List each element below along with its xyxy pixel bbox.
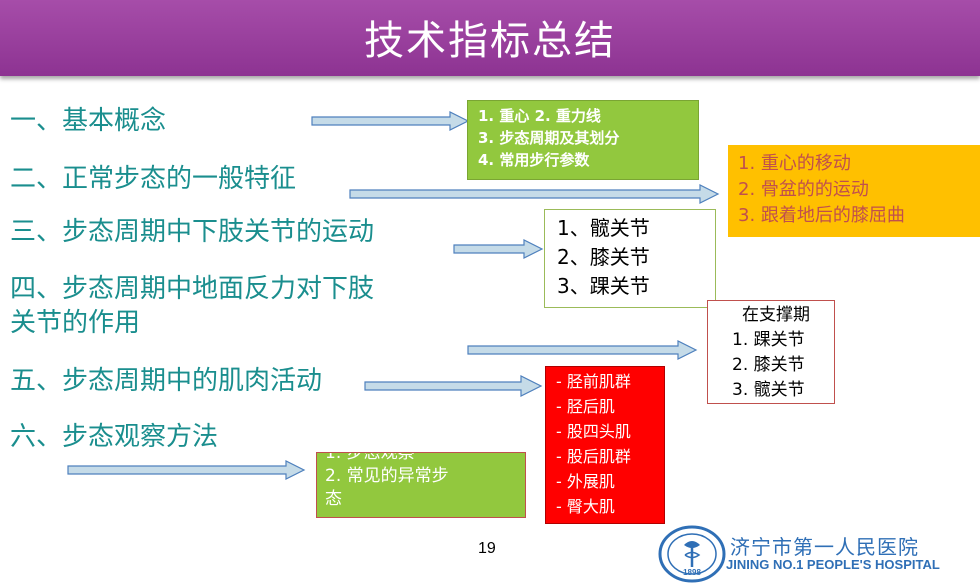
title-banner: 技术指标总结 <box>0 0 980 76</box>
arrow-joint-motion <box>453 239 544 259</box>
box-line: 在支撑期 <box>742 305 810 325</box>
box-line: 3. 步态周期及其划分 <box>478 129 620 147</box>
box-line: 1. 步态观察 <box>325 452 415 463</box>
box-line: 1. 踝关节 <box>732 330 805 350</box>
topic-gait-features: 二、正常步态的一般特征 <box>10 164 297 194</box>
box-line: 1. 重心的移动 <box>738 153 851 174</box>
box-line: - 股后肌群 <box>556 447 631 466</box>
box-line: 1. 重心 2. 重力线 <box>478 107 601 125</box>
box-line: - 胫后肌 <box>556 397 615 416</box>
arrow-muscle-activity <box>364 375 543 397</box>
box-line: 2. 膝关节 <box>732 355 805 375</box>
logo-year: 1898 <box>683 568 701 577</box>
hospital-logo-icon: 1898 <box>658 525 726 583</box>
box-line: 2. 常见的异常步 <box>325 466 449 486</box>
box-line: - 胫前肌群 <box>556 372 631 391</box>
arrow-observation <box>67 460 306 480</box>
topic-observation: 六、步态观察方法 <box>10 422 219 452</box>
box-reaction-force: 在支撑期 1. 踝关节 2. 膝关节 3. 髋关节 <box>707 300 835 404</box>
box-muscle-activity: - 胫前肌群 - 胫后肌 - 股四头肌 - 股后肌群 - 外展肌 - 臀大肌 <box>545 366 665 524</box>
box-gait-features: 1. 重心的移动 2. 骨盆的的运动 3. 跟着地后的膝屈曲 <box>728 145 980 237</box>
topic-reaction-force: 四、步态周期中地面反力对下肢 <box>10 274 375 304</box>
box-line: 3. 跟着地后的膝屈曲 <box>738 205 905 226</box>
slide-title: 技术指标总结 <box>364 18 616 64</box>
topic-basic-concepts: 一、基本概念 <box>10 106 167 136</box>
box-line: 2. 骨盆的的运动 <box>738 179 869 200</box>
box-line: 3、踝关节 <box>557 274 650 298</box>
box-line: 3. 髋关节 <box>732 380 805 400</box>
box-line: 态 <box>325 489 342 509</box>
hospital-name-cn: 济宁市第一人民医院 <box>730 535 919 559</box>
box-line: - 股四头肌 <box>556 422 631 441</box>
topic-joint-motion: 三、步态周期中下肢关节的运动 <box>10 217 375 247</box>
arrow-reaction-force <box>467 340 698 360</box>
topic-muscle-activity: 五、步态周期中的肌肉活动 <box>10 366 323 396</box>
box-line: - 臀大肌 <box>556 497 615 516</box>
box-line: - 外展肌 <box>556 472 615 491</box>
box-line: 4. 常用步行参数 <box>478 151 590 169</box>
arrow-basic-concepts <box>311 111 470 131</box>
topic-reaction-force-cont: 关节的作用 <box>10 308 141 338</box>
box-joint-motion: 1、髋关节 2、膝关节 3、踝关节 <box>544 209 716 308</box>
page-number: 19 <box>478 540 496 557</box>
box-basic-concepts: 1. 重心 2. 重力线 3. 步态周期及其划分 4. 常用步行参数 <box>467 100 699 180</box>
hospital-name-en: JINING NO.1 PEOPLE'S HOSPITAL <box>726 557 940 572</box>
arrow-gait-features <box>349 184 720 204</box>
box-line: 1、髋关节 <box>557 216 650 240</box>
box-line: 2、膝关节 <box>557 245 650 269</box>
box-observation: 1. 步态观察 2. 常见的异常步 态 <box>316 452 526 518</box>
